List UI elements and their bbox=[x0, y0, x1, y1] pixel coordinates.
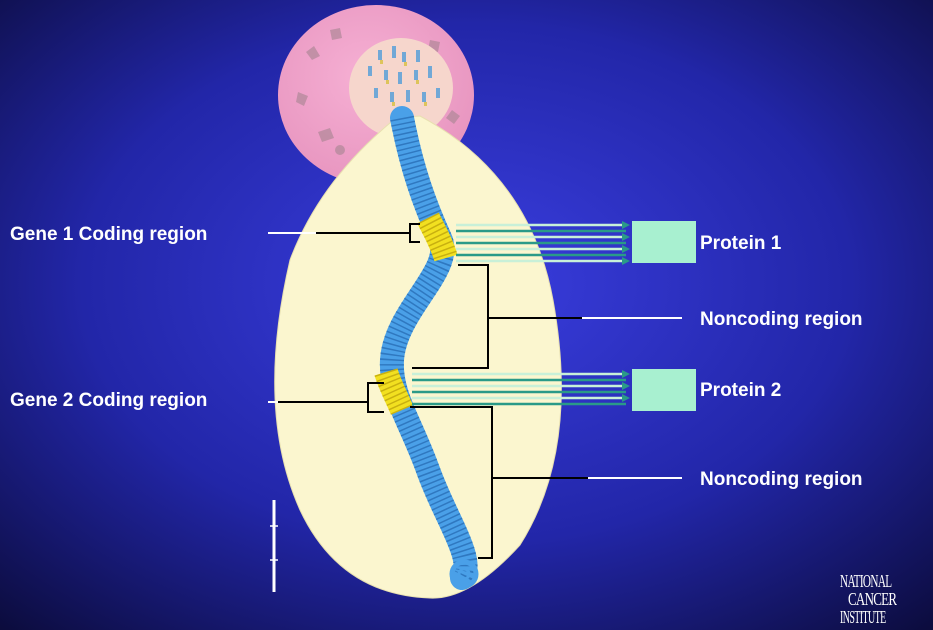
gene-1-coding-region-label: Gene 1 Coding region bbox=[10, 225, 207, 244]
noncoding-region-1-label: Noncoding region bbox=[700, 310, 863, 329]
logo-line-institute: INSTITUTE bbox=[840, 608, 891, 626]
logo-line-national: NATIONAL bbox=[840, 572, 897, 590]
protein-2-label: Protein 2 bbox=[700, 381, 781, 400]
protein-2-box bbox=[632, 369, 696, 411]
noncoding-region-2-label: Noncoding region bbox=[700, 470, 863, 489]
nci-logo: NATIONAL CANCER INSTITUTE bbox=[840, 572, 932, 628]
protein-1-arrows bbox=[456, 225, 626, 261]
coding-region-2 bbox=[386, 372, 402, 410]
protein-1-box bbox=[632, 221, 696, 263]
protein-1-label: Protein 1 bbox=[700, 234, 781, 253]
gene-2-coding-region-label: Gene 2 Coding region bbox=[10, 391, 207, 410]
logo-line-cancer: CANCER bbox=[848, 590, 914, 608]
